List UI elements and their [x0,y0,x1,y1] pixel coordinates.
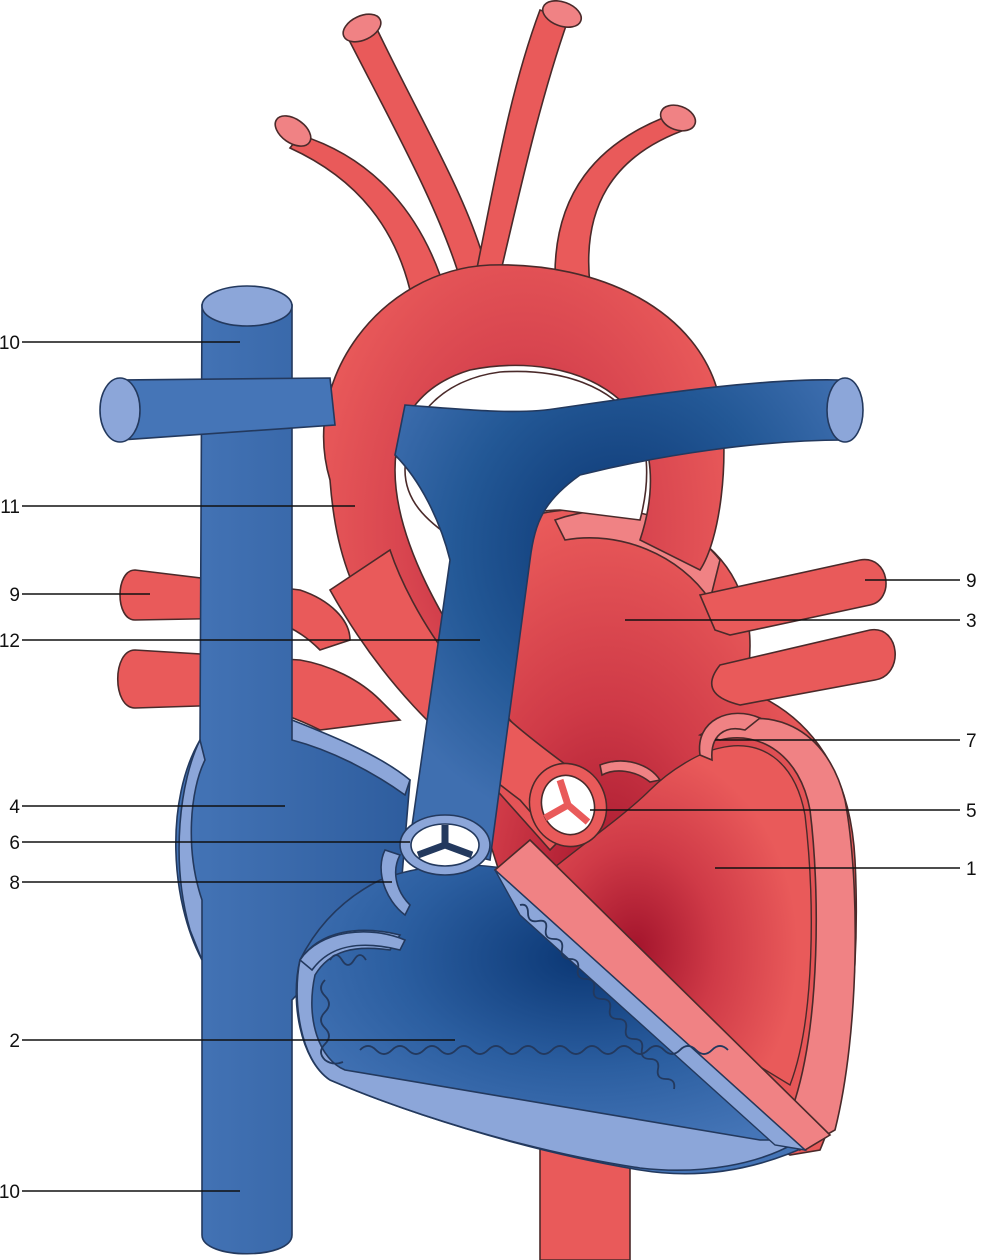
pulmonary-valve [399,814,491,876]
left-ventricle-chamber [539,744,812,1087]
aortic-branches [274,0,697,292]
aortic-valve [528,762,608,848]
label-left-atrium: 3 [966,611,977,632]
left-pulmonary-veins [698,559,896,706]
label-aorta: 11 [0,497,20,518]
label-pulmonary-trunk: 12 [0,631,20,652]
label-mitral-valve: 7 [966,731,977,752]
label-svc: 10 [0,333,20,354]
left-ventricle-wall [697,717,857,1152]
label-right-atrium: 4 [9,797,20,818]
label-right-ventricle: 2 [9,1031,20,1052]
label-right-pulmonary-veins: 9 [9,585,20,606]
label-tricuspid-valve: 8 [9,873,20,894]
label-left-pulmonary-veins: 9 [966,571,977,592]
label-pulmonary-valve: 6 [9,833,20,854]
label-aortic-valve: 5 [966,801,977,822]
pulmonary-arteries [99,377,864,861]
label-group-right: 9 3 7 5 1 [590,571,977,880]
label-group-left: 10 11 9 12 4 6 8 2 10 [0,333,480,1203]
label-ivc: 10 [0,1182,20,1203]
label-left-ventricle: 1 [966,859,977,880]
